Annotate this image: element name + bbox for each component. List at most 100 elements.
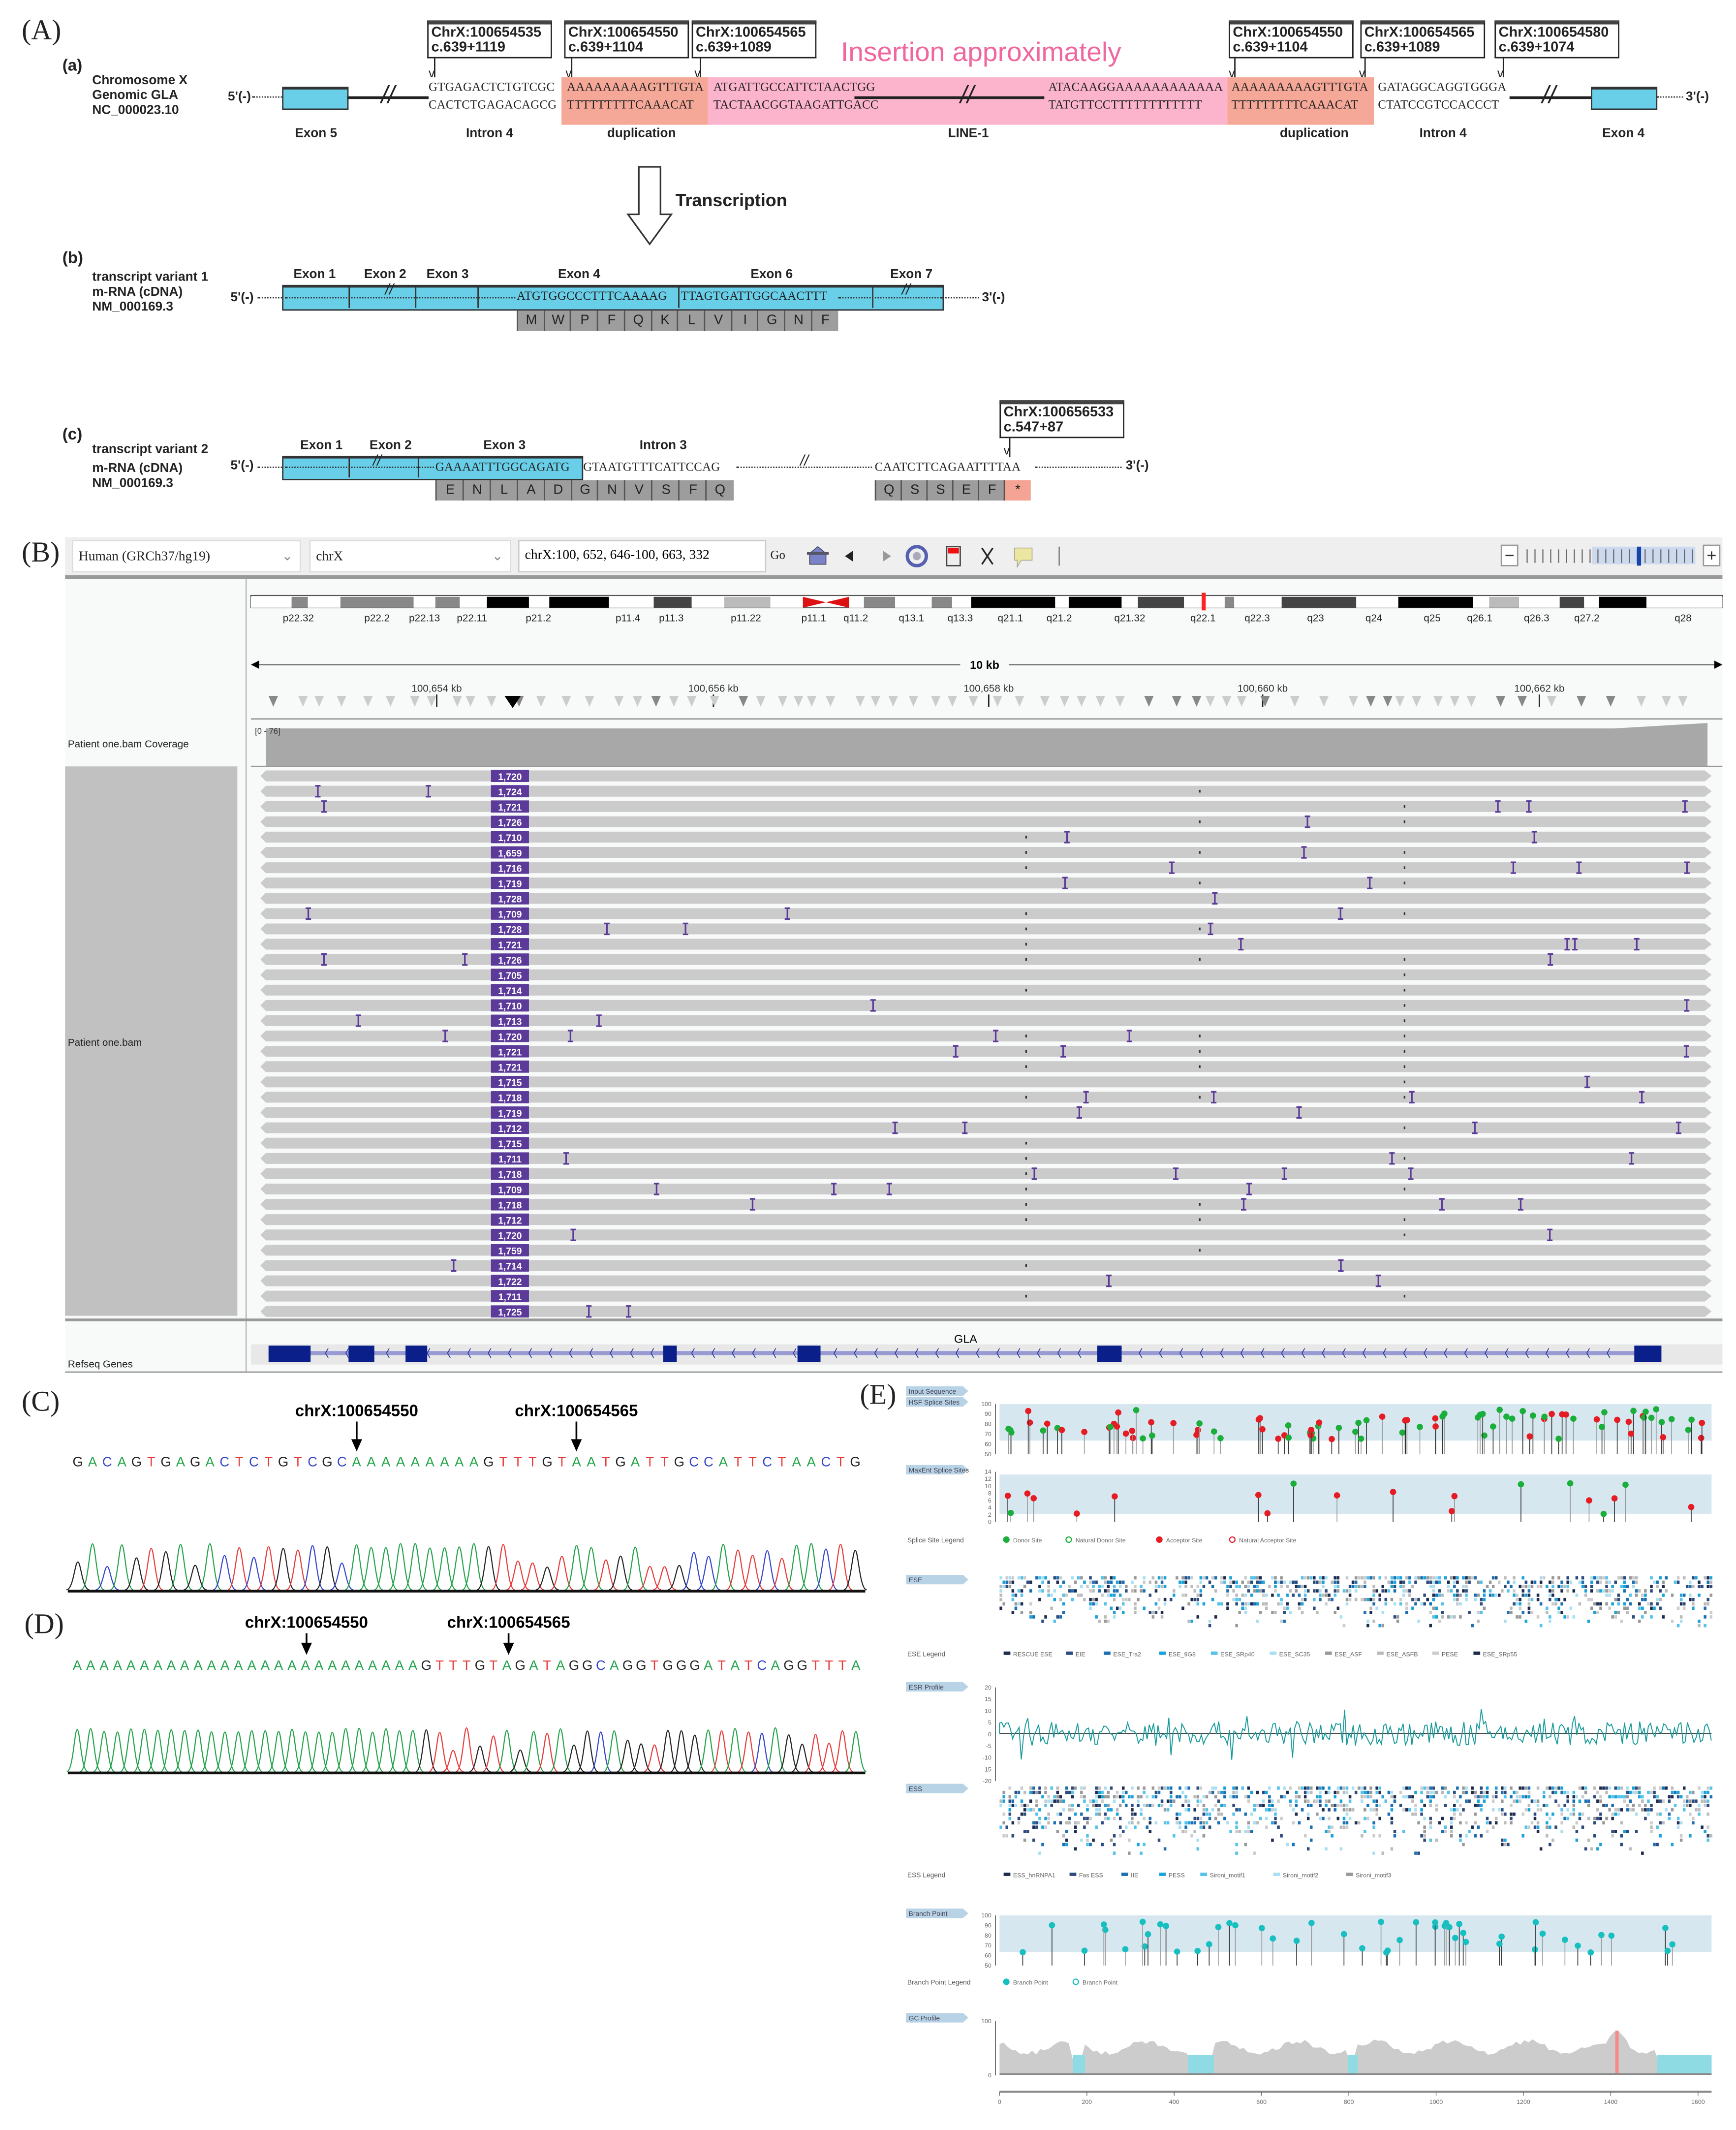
insertion-marker — [1526, 800, 1532, 813]
motif-bar — [1682, 1576, 1686, 1580]
motif-bar — [1202, 1834, 1206, 1838]
motif-bar — [1244, 1843, 1247, 1847]
insertion-size-badge — [491, 877, 529, 889]
motif-bar — [1706, 1799, 1709, 1803]
lollipop-head — [1308, 1920, 1315, 1926]
motif-bar — [1176, 1821, 1178, 1825]
strand-arrow — [610, 1348, 614, 1358]
resize-icon[interactable] — [981, 547, 993, 565]
motif-bar — [1250, 1602, 1253, 1606]
reads-track-name-panel[interactable] — [65, 766, 238, 1316]
trace-peak — [523, 1731, 545, 1772]
read — [260, 1015, 1712, 1027]
back-icon[interactable] — [845, 551, 853, 562]
strand-arrow — [874, 1348, 878, 1358]
motif-bar — [1682, 1594, 1686, 1597]
track-tag: ESR Profile — [906, 1682, 968, 1692]
popup-info-icon[interactable] — [1014, 547, 1033, 569]
y-tick: 12 — [985, 1475, 992, 1482]
motif-bar — [1608, 1589, 1611, 1593]
lollipop-head — [1040, 1427, 1047, 1434]
home-icon[interactable] — [806, 546, 829, 565]
motif-bar — [1044, 1817, 1047, 1820]
base-call: T — [602, 1454, 610, 1470]
motif-bar — [1229, 1576, 1232, 1580]
motif-bar — [1169, 1799, 1173, 1803]
motif-bar — [1450, 1817, 1453, 1820]
motif-bar — [1602, 1804, 1605, 1807]
motif-bar — [1244, 1594, 1247, 1597]
strand-arrow — [1017, 1348, 1021, 1358]
motif-bar — [1342, 1817, 1346, 1820]
repeat-marker — [1433, 695, 1443, 707]
motif-bar — [1459, 1834, 1462, 1838]
motif-bar — [1331, 1598, 1333, 1601]
motif-bar — [1524, 1580, 1528, 1584]
motif-bar — [1128, 1838, 1131, 1842]
motif-bar — [1187, 1808, 1190, 1812]
motif-bar — [1044, 1825, 1047, 1829]
motif-bar — [1020, 1602, 1023, 1606]
region-of-interest-icon[interactable] — [946, 546, 961, 566]
motif-bar — [1429, 1825, 1432, 1829]
motif-bar — [1336, 1589, 1340, 1593]
locus-input[interactable] — [518, 539, 767, 573]
motif-bar — [1644, 1594, 1647, 1597]
refresh-icon[interactable] — [905, 545, 928, 567]
motif-bar — [1536, 1594, 1540, 1597]
motif-bar — [1128, 1821, 1131, 1825]
read-row: 1,715 — [260, 1075, 1712, 1089]
motif-bar — [1247, 1830, 1250, 1833]
read-row: 1,721 — [260, 938, 1712, 951]
chromosome-dropdown[interactable]: chrX⌄ — [309, 539, 512, 573]
motif-bar — [1289, 1611, 1292, 1614]
motif-bar — [1080, 1795, 1083, 1799]
read — [260, 877, 1712, 889]
motif-bar — [1035, 1576, 1038, 1580]
motif-bar — [1420, 1812, 1423, 1816]
motif-bar — [1474, 1812, 1477, 1816]
forward-icon[interactable] — [883, 551, 891, 562]
motif-bar — [1163, 1576, 1167, 1580]
motif-bar — [1083, 1580, 1086, 1584]
insertion-marker — [1389, 1152, 1395, 1165]
motif-bar — [1157, 1804, 1161, 1807]
motif-bar — [1402, 1589, 1405, 1593]
motif-bar — [1513, 1576, 1516, 1580]
genome-dropdown[interactable]: Human (GRCh37/hg19)⌄ — [72, 539, 301, 573]
motif-bar — [1516, 1598, 1519, 1601]
motif-bar — [1208, 1817, 1211, 1820]
tag-label: ESE — [909, 1576, 923, 1584]
legend-item: Natural Donor Site — [1076, 1537, 1126, 1544]
zoom-slider[interactable] — [1500, 543, 1722, 570]
motif-bar — [1668, 1817, 1671, 1820]
read-row: 1,728 — [260, 922, 1712, 936]
motif-bar — [1110, 1838, 1113, 1842]
zoom-level-thumb[interactable] — [1637, 546, 1642, 566]
insertion-marker — [1684, 999, 1690, 1012]
motif-bar — [1250, 1830, 1253, 1833]
motif-bar — [1393, 1580, 1396, 1584]
mismatch-marker — [1403, 1218, 1406, 1221]
motif-bar — [1689, 1598, 1692, 1601]
strand: GTGAGACTCTGTCGC — [428, 80, 555, 94]
legend-item: ESE_SRp40 — [1220, 1651, 1255, 1658]
strand-arrow — [1261, 1348, 1265, 1358]
motif-bar — [1247, 1795, 1250, 1799]
motif-bar — [1319, 1817, 1322, 1820]
lollipop-head — [1275, 1436, 1281, 1442]
base-call: G — [475, 1658, 485, 1673]
motif-bar — [1038, 1851, 1041, 1855]
motif-bar — [1549, 1795, 1551, 1799]
region-label: Intron 4 — [465, 126, 514, 141]
go-button[interactable]: Go — [770, 548, 785, 562]
lollipop-head — [1625, 1418, 1632, 1425]
trace-peak — [724, 1728, 746, 1772]
strand-arrow — [1220, 1348, 1224, 1358]
motif-bar — [1262, 1790, 1265, 1794]
insertion-marker — [570, 1228, 576, 1241]
motif-bar — [1268, 1786, 1271, 1790]
motif-bar — [1560, 1808, 1563, 1812]
motif-bar — [1706, 1812, 1709, 1816]
motif-bar — [1462, 1786, 1465, 1790]
